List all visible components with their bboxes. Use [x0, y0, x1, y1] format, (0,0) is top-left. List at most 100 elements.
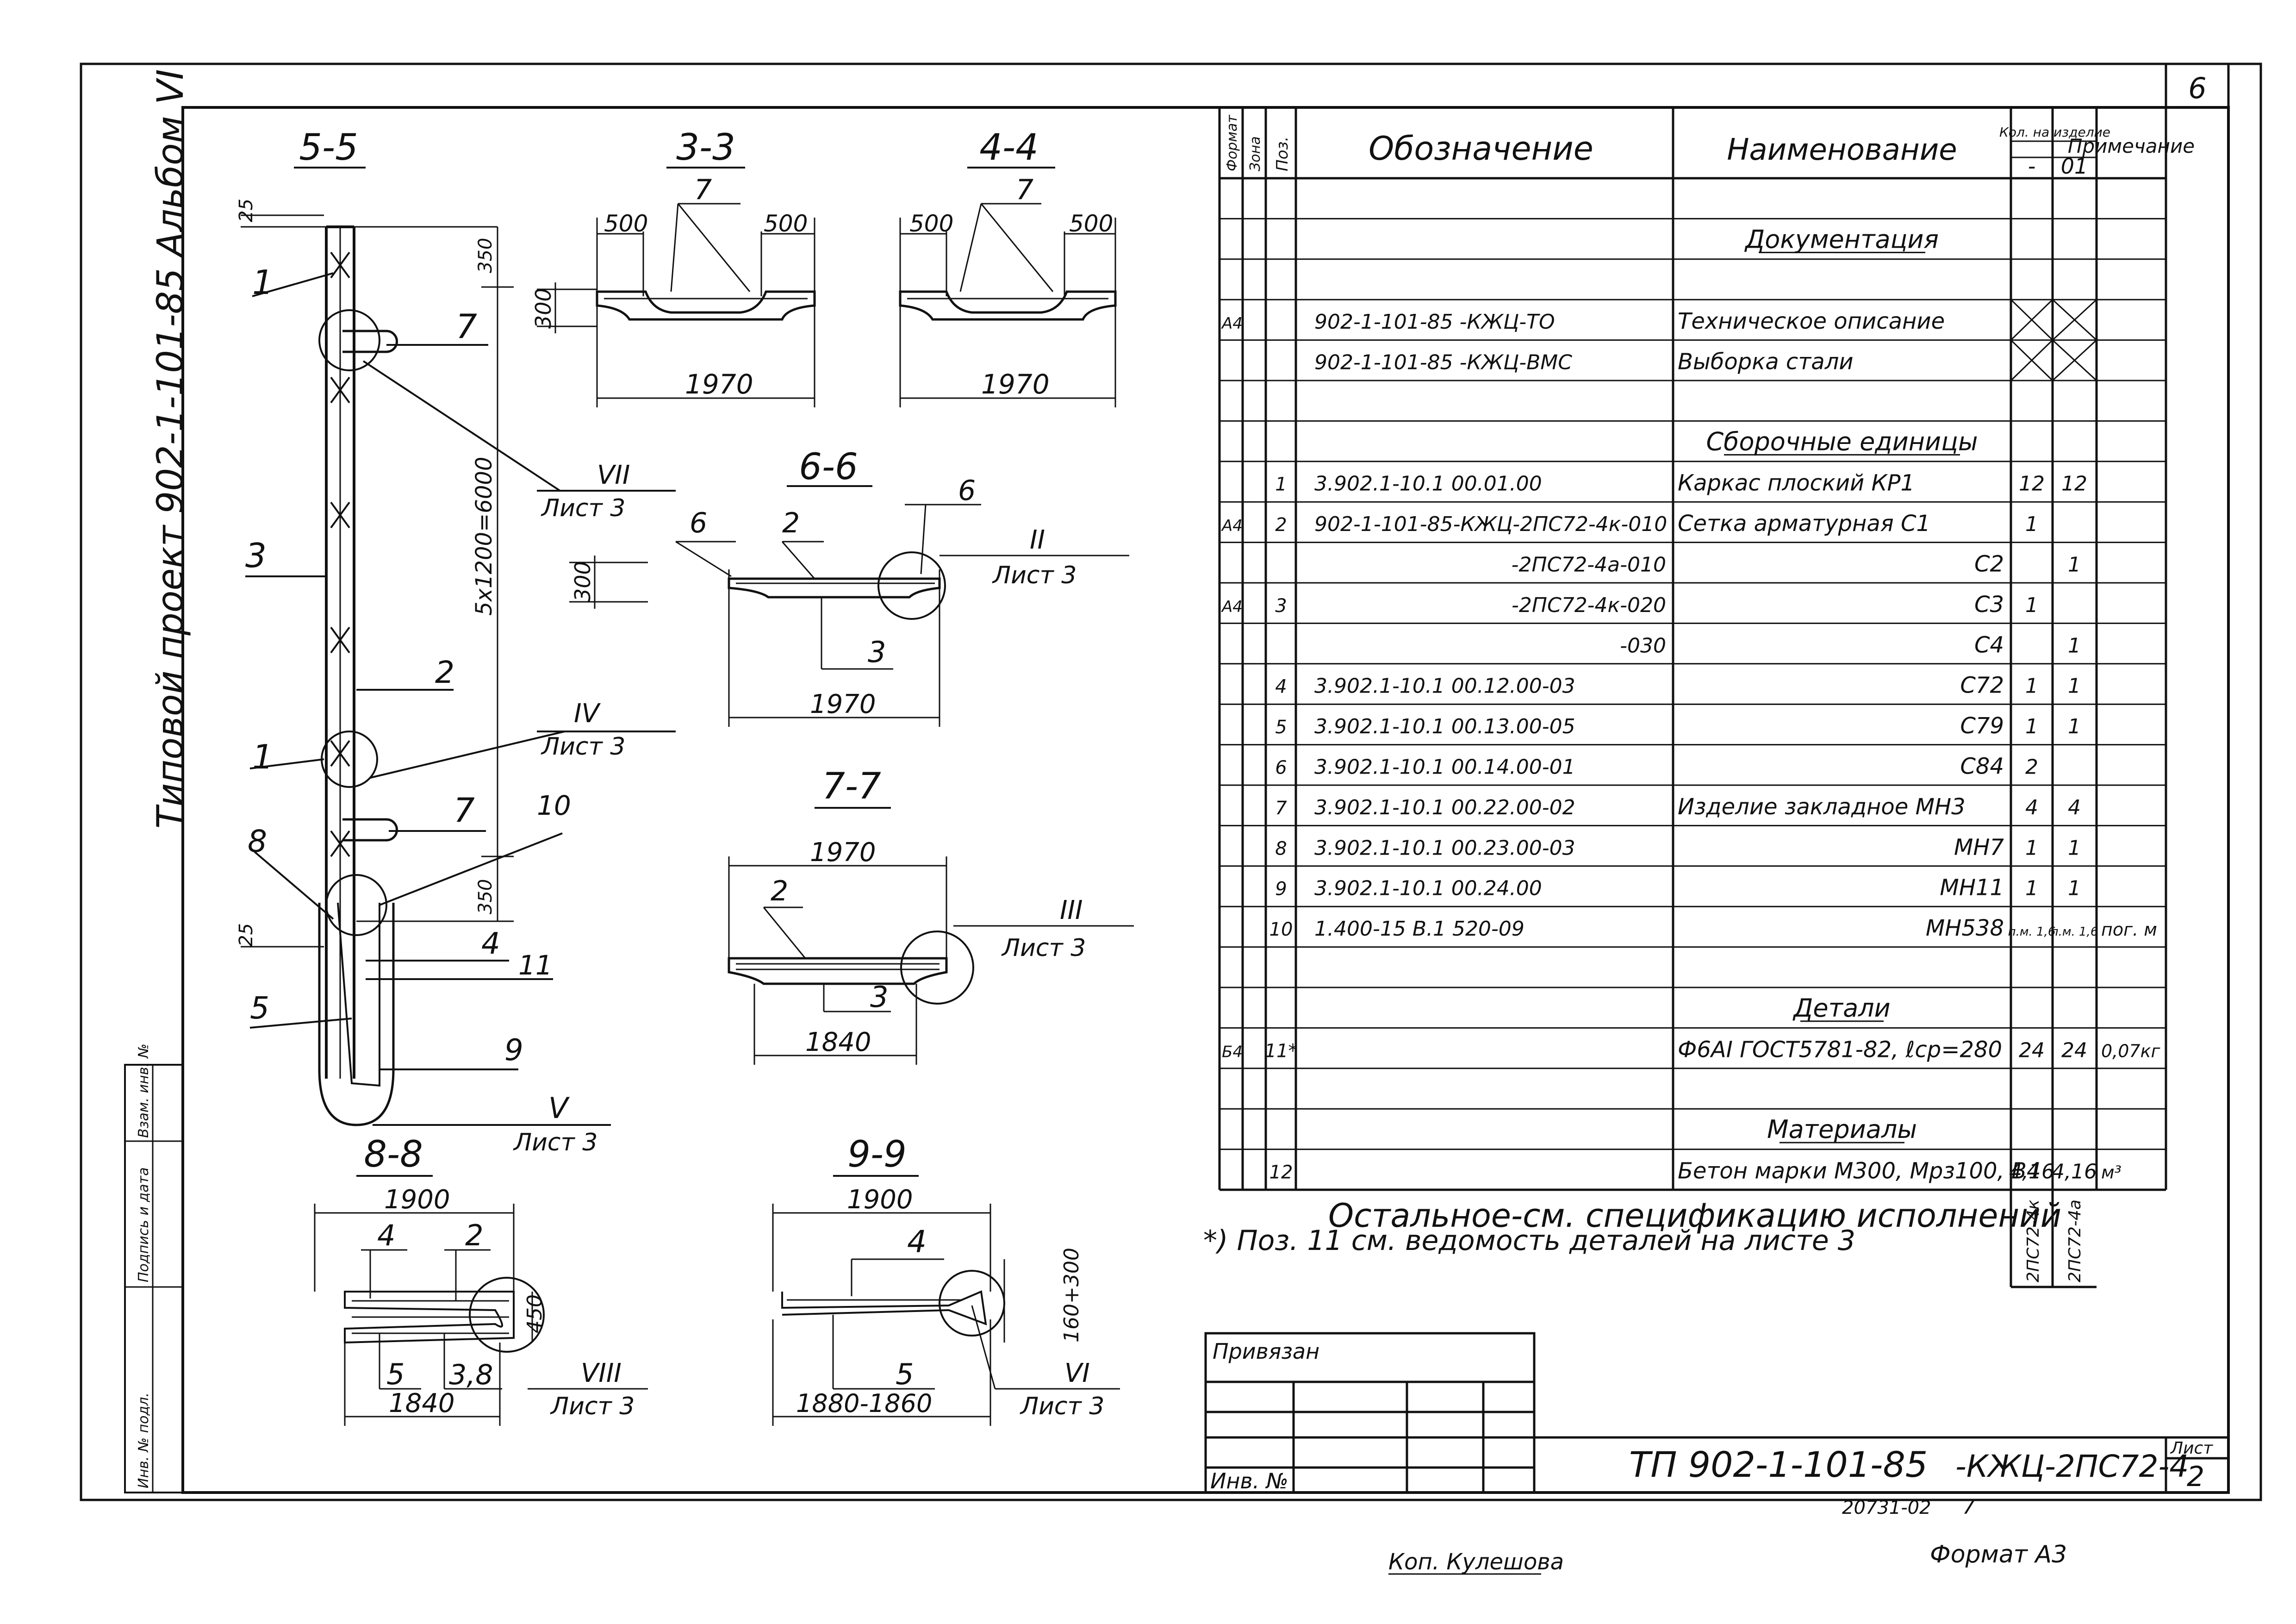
callout-vi: VI [1064, 1358, 1090, 1388]
cell-pos: 2 [1275, 514, 1287, 536]
dim-8-8-3-8: 3,8 [449, 1359, 493, 1391]
cell-qty-a: 1 [2025, 512, 2038, 536]
cell-qty-b: 1 [2068, 553, 2081, 577]
cell-name: МН538 [1926, 915, 2004, 941]
cross-mark [2010, 339, 2053, 381]
view-title-4-4: 4-4 [979, 127, 1038, 169]
label-8: 8 [248, 824, 267, 859]
hdr-qty-top: Кол. на изделие [1999, 125, 2110, 140]
hdr-note: Примечание [2068, 135, 2195, 157]
callout-iv-sheet: Лист 3 [541, 733, 625, 761]
label-4: 4 [481, 927, 500, 961]
cell-designation: -030 [1620, 634, 1666, 657]
cell-qty-a: 4,16 [2009, 1160, 2054, 1184]
cell-designation: 3.902.1-10.1 00.22.00-02 [1314, 796, 1575, 819]
label-10: 10 [537, 790, 571, 821]
dim-7-7-1970: 1970 [810, 837, 876, 868]
dim-4-4-1970: 1970 [981, 369, 1050, 400]
cell-pos: 4 [1275, 676, 1287, 698]
archive-page: 7 [1962, 1495, 1975, 1519]
cell-qty-b: 4 [2068, 796, 2081, 819]
cross-mark [2010, 299, 2053, 341]
cell-pos: 8 [1275, 838, 1287, 859]
view-5-5: 5-5 25 350 [236, 127, 676, 1156]
callout-ii-sheet: Лист 3 [992, 562, 1076, 589]
cell-designation: 3.902.1-10.1 00.01.00 [1314, 472, 1542, 496]
cell-name: Выборка стали [1678, 349, 1854, 375]
cell-pos: 3 [1275, 595, 1287, 617]
label-3: 3 [245, 536, 267, 575]
dim-3-3-1970: 1970 [685, 369, 753, 400]
footnote: *) Поз. 11 см. ведомость деталей на лист… [1203, 1224, 1855, 1257]
view-title-9-9: 9-9 [847, 1134, 906, 1175]
dim-6-6-3: 3 [868, 635, 886, 669]
cell-format: Б4 [1222, 1043, 1243, 1061]
corner-number: 6 [2188, 71, 2206, 105]
callout-iii: III [1060, 895, 1083, 925]
view-title-3-3: 3-3 [676, 127, 735, 169]
dim-3-3-500-left: 500 [604, 210, 648, 237]
cell-qty-b: 1 [2068, 715, 2081, 738]
cell-name: Бетон марки М300, Мрз100, В4 [1678, 1158, 2041, 1184]
strip-cell-3: Взам. инв. № [136, 1043, 152, 1138]
cell-qty-a: 1 [2025, 675, 2038, 698]
cell-designation: 902-1-101-85 -КЖЦ-ТО [1314, 310, 1555, 334]
section-heading: Сборочные единицы [1706, 427, 1978, 456]
cell-name: С4 [1974, 632, 2004, 658]
dim-8-8-4: 4 [377, 1218, 395, 1252]
view-8-8: 8-8 1900 4 2 450 5 3,8 [314, 1134, 648, 1426]
view-7-7: 7-7 1970 2 3 1840 III Лист 3 [728, 766, 1134, 1065]
cell-pos: 7 [1275, 798, 1287, 819]
cell-qty-a: 24 [2019, 1038, 2045, 1062]
hdr-name: Наименование [1727, 133, 1957, 167]
left-strip: Инв. № подл. Подпись и дата Взам. инв. № [124, 1043, 184, 1493]
dim-3-3-7: 7 [694, 174, 712, 206]
cell-qty-a: 4 [2025, 796, 2038, 819]
cell-pos: 10 [1269, 919, 1293, 940]
hdr-qty-a: - [2028, 154, 2036, 179]
cell-qty-a: 1 [2025, 715, 2038, 738]
label-1-top: 1 [252, 263, 274, 302]
dim-7-7-1840: 1840 [805, 1027, 871, 1057]
cell-qty-b: п.м. 1,6 [2051, 925, 2098, 939]
cell-designation: 902-1-101-85 -КЖЦ-ВМС [1314, 351, 1572, 375]
hdr-qty-b: 01 [2061, 154, 2088, 179]
view-3-3: 3-3 500 7 500 300 1970 [531, 127, 816, 407]
hdr-designation: Обозначение [1369, 130, 1593, 168]
dim-4-4-500-left: 500 [909, 210, 953, 237]
cell-name: МН7 [1954, 834, 2004, 860]
label-11: 11 [518, 949, 553, 981]
view-title-8-8: 8-8 [364, 1134, 423, 1175]
cell-qty-b: 24 [2061, 1038, 2087, 1062]
cell-qty-b: 1 [2068, 675, 2081, 698]
cell-qty-a: 12 [2019, 472, 2045, 496]
cell-qty-b: 1 [2068, 877, 2081, 900]
cell-name: С79 [1960, 713, 2004, 739]
cell-format: А4 [1221, 314, 1243, 333]
variant-b: 2ПС72-4а [2066, 1199, 2084, 1282]
label-7-bottom: 7 [454, 791, 475, 830]
callout-iii-sheet: Лист 3 [1001, 934, 1086, 962]
cell-qty-a: 1 [2025, 877, 2038, 900]
copied-by: Коп. Кулешова [1388, 1549, 1564, 1575]
cell-pos: 9 [1275, 879, 1287, 900]
stamp-code: ТП 902-1-101-85 [1629, 1444, 1928, 1485]
cell-qty-a: 2 [2025, 756, 2038, 779]
cell-designation: 3.902.1-10.1 00.14.00-01 [1314, 756, 1575, 779]
hdr-zone: Зона [1247, 136, 1263, 171]
cell-qty-b: 1 [2068, 836, 2081, 860]
callout-viii: VIII [581, 1358, 622, 1388]
view-9-9: 9-9 1900 4 160+300 5 1880-1860 VI Лист 3 [772, 1134, 1120, 1426]
cell-name: С2 [1974, 551, 2004, 577]
callout-vi-sheet: Лист 3 [1020, 1393, 1104, 1420]
cell-name: Ф6АI ГОСТ5781-82, ℓср=280 [1678, 1037, 2002, 1062]
callout-vii-sheet: Лист 3 [541, 494, 625, 522]
stamp-inv-label: Инв. № [1210, 1468, 1288, 1493]
dim-25-bottom: 25 [236, 923, 257, 947]
stamp-sheet-number: 2 [2187, 1461, 2204, 1493]
cell-pos: 11* [1265, 1040, 1298, 1062]
dim-5x1200: 5x1200=6000 [471, 457, 497, 616]
callout-iv: IV [574, 699, 601, 729]
dim-9-9-1880-1860: 1880-1860 [796, 1389, 932, 1418]
